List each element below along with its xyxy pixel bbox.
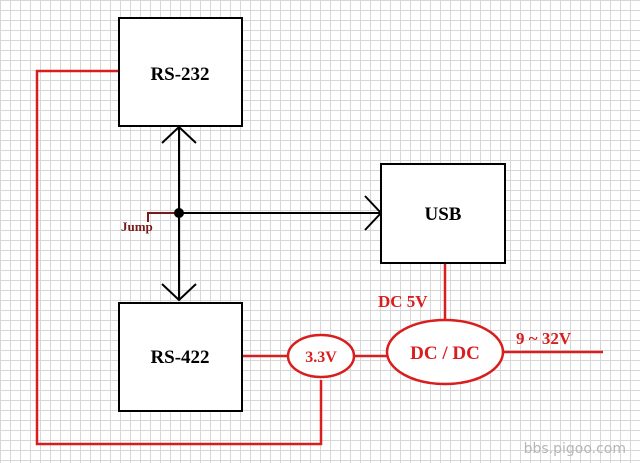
rs422-block [118, 302, 243, 412]
junction-dot [174, 208, 184, 218]
3v3-label: 3.3V [305, 349, 337, 366]
rs232-label: RS-232 [150, 64, 209, 85]
jump-label: Jump [121, 219, 153, 234]
dc5v-label: DC 5V [378, 292, 428, 311]
jump-wire [147, 212, 179, 222]
dcdc-label: DC / DC [410, 343, 480, 364]
dcdc-converter [385, 318, 505, 386]
rs422-label: RS-422 [150, 347, 209, 368]
arrow-down-to-rs422 [161, 283, 197, 302]
3v3-regulator [286, 333, 356, 379]
input-range-label: 9 ~ 32V [516, 329, 572, 348]
rs232-block [118, 17, 243, 127]
rs232-power-loop [35, 69, 323, 446]
watermark-text: bbs.pigoo.com [523, 441, 626, 457]
usb-label: USB [425, 204, 462, 225]
usb-block [380, 163, 506, 264]
